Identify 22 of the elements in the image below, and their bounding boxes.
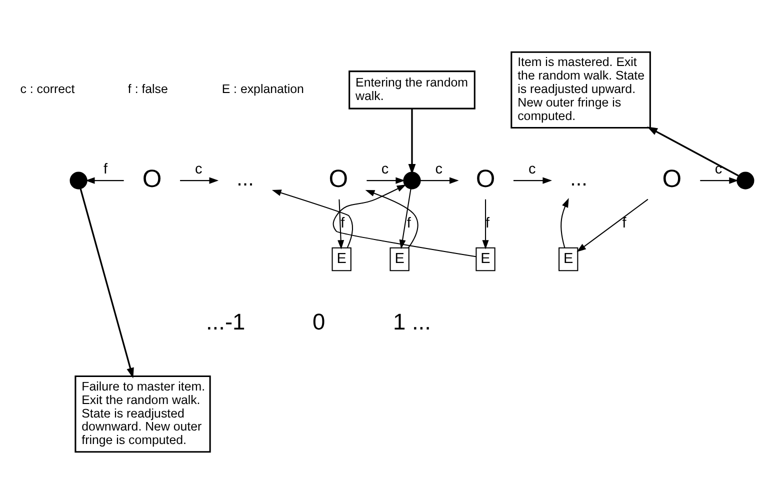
label: 0 <box>312 308 326 334</box>
edge-label: c <box>528 162 536 178</box>
edge-label: f <box>103 162 108 178</box>
edge-label: f <box>406 215 411 232</box>
edge-label: c <box>435 162 443 178</box>
label: E : explanation <box>222 82 304 96</box>
edge-label: c <box>714 162 722 178</box>
label: f : false <box>128 82 168 96</box>
label: ...-1 <box>206 308 246 334</box>
edge-label: c <box>195 162 202 178</box>
node-text: ... <box>236 168 254 191</box>
edge-label: f <box>486 215 490 232</box>
node-text: ... <box>570 168 588 191</box>
edge-label: c <box>381 162 389 178</box>
node-text: O <box>142 166 162 193</box>
label: 1 ... <box>393 308 431 334</box>
edge-label: f <box>340 215 345 232</box>
node-text: O <box>476 166 496 193</box>
label: c : correct <box>20 82 75 96</box>
node-text: O <box>328 166 348 193</box>
edge-label: f <box>622 215 626 232</box>
node-text: O <box>662 166 682 193</box>
